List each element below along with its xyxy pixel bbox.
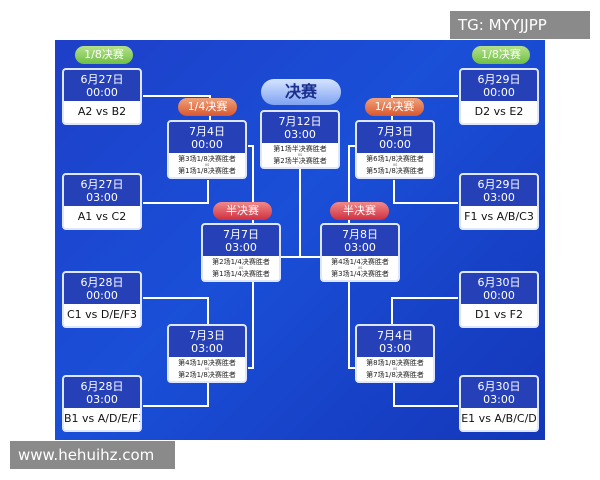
team-b: 第2场半决赛胜者	[273, 157, 327, 165]
vs-label: vs	[297, 152, 303, 157]
team-b: 第1场1/8决赛胜者	[178, 167, 236, 175]
vs-label: vs	[392, 162, 398, 167]
connector	[248, 145, 254, 223]
team-b: 第2场1/8决赛胜者	[178, 371, 236, 379]
team-a: 第3场1/8决赛胜者	[178, 155, 236, 163]
round-of-16-label-right: 1/8决赛	[472, 46, 530, 64]
vs-label: vs	[204, 162, 210, 167]
match-time: 03:00	[344, 241, 376, 254]
match-teams: D1 vs F2	[474, 308, 524, 321]
vs-label: vs	[204, 366, 210, 371]
team-b: 第1场1/4决赛胜者	[212, 270, 270, 278]
match-time: 03:00	[379, 342, 411, 355]
match-time: 00:00	[86, 289, 118, 302]
team-a: 第2场1/4决赛胜者	[212, 258, 270, 266]
match-time: 03:00	[86, 191, 118, 204]
connector	[143, 180, 209, 204]
match-date: 7月4日	[189, 125, 225, 138]
match-time: 03:00	[284, 128, 316, 141]
match-time: 00:00	[191, 138, 223, 151]
match-teams: A1 vs C2	[77, 210, 127, 223]
connector	[248, 280, 254, 369]
match-time: 00:00	[86, 86, 118, 99]
match-date: 7月7日	[223, 228, 259, 241]
final-label: 决赛	[261, 79, 341, 105]
connector	[393, 180, 458, 204]
match-time: 00:00	[379, 138, 411, 151]
semifinal-label-right: 半决赛	[330, 202, 389, 220]
match-teams: F1 vs A/B/C3	[464, 210, 534, 223]
connector	[143, 297, 209, 324]
match-date: 6月27日	[80, 73, 124, 86]
match-teams: D2 vs E2	[474, 105, 524, 118]
connector	[281, 168, 301, 258]
team-a: 第4场1/4决赛胜者	[331, 258, 389, 266]
watermark-top: TG: MYYJJPP	[450, 11, 590, 39]
match-date: 7月12日	[278, 115, 322, 128]
connector	[143, 383, 209, 407]
match-teams: B1 vs A/D/E/F3	[64, 412, 142, 425]
match-date: 6月28日	[80, 380, 124, 393]
vs-label: vs	[357, 265, 363, 270]
match-time: 03:00	[483, 393, 515, 406]
team-a: 第4场1/8决赛胜者	[178, 359, 236, 367]
vs-label: vs	[392, 366, 398, 371]
connector	[393, 383, 458, 407]
quarterfinal-label-right: 1/4决赛	[365, 98, 424, 116]
match-date: 6月27日	[80, 178, 124, 191]
team-a: 第6场1/8决赛胜者	[366, 155, 424, 163]
match-date: 7月4日	[377, 329, 413, 342]
match-time: 03:00	[483, 191, 515, 204]
match-time: 03:00	[225, 241, 257, 254]
match-teams: E1 vs A/B/C/D	[461, 412, 537, 425]
match-time: 03:00	[191, 342, 223, 355]
match-time: 00:00	[483, 289, 515, 302]
match-date: 6月30日	[477, 380, 521, 393]
match-date: 6月30日	[477, 276, 521, 289]
match-date: 6月28日	[80, 276, 124, 289]
connector	[348, 280, 355, 369]
match-teams: C1 vs D/E/F3	[66, 308, 138, 321]
match-teams: A2 vs B2	[77, 105, 127, 118]
match-date: 7月8日	[342, 228, 378, 241]
match-date: 6月29日	[477, 178, 521, 191]
connector	[391, 297, 458, 324]
team-b: 第3场1/4决赛胜者	[331, 270, 389, 278]
match-date: 6月29日	[477, 73, 521, 86]
vs-label: vs	[238, 265, 244, 270]
quarterfinal-label-left: 1/4决赛	[178, 98, 237, 116]
match-time: 03:00	[86, 393, 118, 406]
connector	[348, 145, 355, 223]
team-a: 第8场1/8决赛胜者	[366, 359, 424, 367]
watermark-bottom: www.hehuihz.com	[10, 441, 175, 469]
team-b: 第7场1/8决赛胜者	[366, 371, 424, 379]
round-of-16-label-left: 1/8决赛	[75, 46, 133, 64]
match-date: 7月3日	[189, 329, 225, 342]
semifinal-label-left: 半决赛	[213, 202, 272, 220]
team-b: 第5场1/8决赛胜者	[366, 167, 424, 175]
team-a: 第1场半决赛胜者	[273, 145, 327, 153]
match-time: 00:00	[483, 86, 515, 99]
match-date: 7月3日	[377, 125, 413, 138]
